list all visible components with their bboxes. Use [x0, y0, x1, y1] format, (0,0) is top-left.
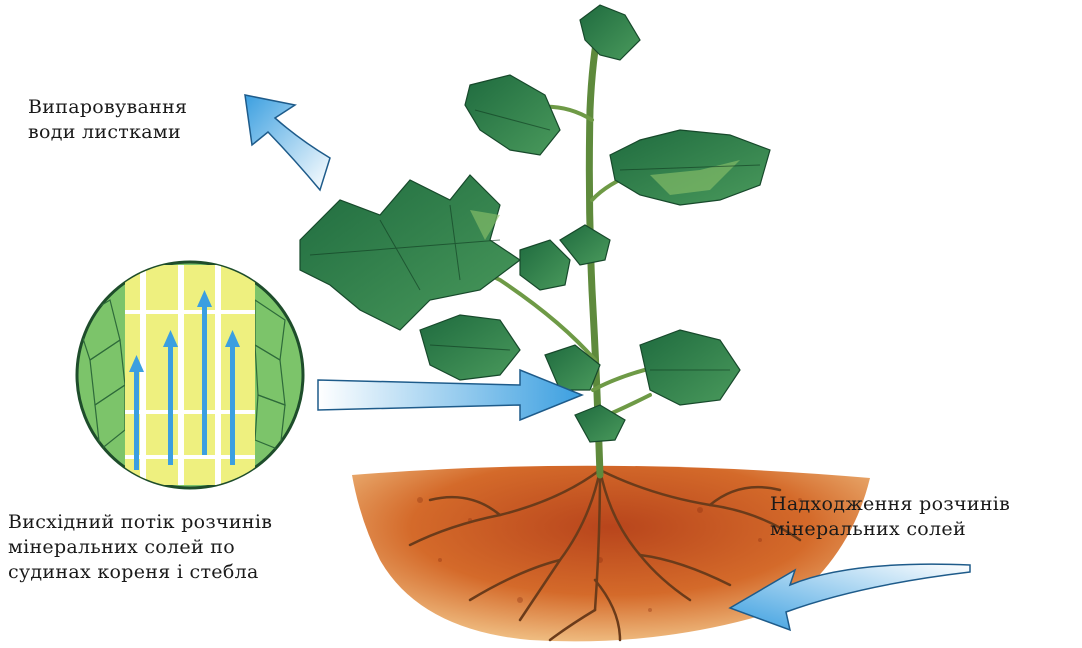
caption-line: води листками	[28, 120, 187, 145]
caption-line: мінеральних солей	[770, 517, 1010, 542]
caption-line: Випаровування	[28, 95, 187, 120]
intake-caption: Надходження розчинів мінеральних солей	[770, 492, 1010, 542]
caption-line: Надходження розчинів	[770, 492, 1010, 517]
caption-line: Висхідний потік розчинів	[8, 510, 272, 535]
ascending-flow-arrow	[318, 370, 582, 420]
caption-line: судинах кореня і стебла	[8, 560, 272, 585]
evaporation-arrow	[245, 95, 330, 190]
caption-line: мінеральних солей по	[8, 535, 272, 560]
magnified-vessels-circle	[77, 262, 303, 488]
evaporation-caption: Випаровування води листками	[28, 95, 187, 145]
ascending-flow-caption: Висхідний потік розчинів мінеральних сол…	[8, 510, 272, 585]
